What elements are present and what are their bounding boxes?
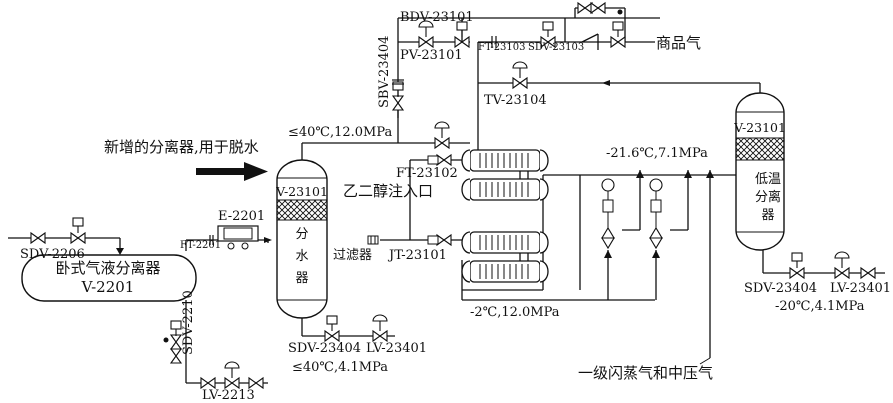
label-flash-gas: 一级闪蒸气和中压气 <box>578 364 713 382</box>
label-bdv-23101: BDV-23101 <box>400 10 474 25</box>
label-filter: 过滤器 <box>333 248 372 263</box>
horizontal-separator-v2201: 卧式气液分离器 V-2201 <box>21 254 197 302</box>
label-ft-23103: FT-23103 <box>478 42 526 53</box>
label-ft-2201: FT-2201 <box>180 240 221 251</box>
label-sbv-23404: SBV-23404 <box>377 36 392 108</box>
svg-text:器: 器 <box>761 208 774 223</box>
heat-exchanger-lower <box>461 231 549 283</box>
label-tv-23104: TV-23104 <box>484 93 547 108</box>
svg-text:V-2201: V-2201 <box>81 278 135 296</box>
svg-text:器: 器 <box>295 271 308 286</box>
label-cond-40-12: ≤40℃,12.0MPa <box>288 125 393 140</box>
label-lv-2213: LV-2213 <box>202 388 255 403</box>
label-lv-23401-left: LV-23401 <box>366 341 427 356</box>
label-pv-23101: PV-23101 <box>400 48 463 63</box>
label-product-gas: 商品气 <box>656 34 701 52</box>
labels: BDV-23101 PV-23101 FT-23103 SDV-23103 商品… <box>20 10 891 403</box>
label-cond-40-41: ≤40℃,4.1MPa <box>292 360 388 375</box>
svg-text:V-23101: V-23101 <box>275 184 328 199</box>
label-cond-20-41: -20℃,4.1MPa <box>775 299 865 314</box>
filter-e2201 <box>209 225 259 250</box>
low-temp-separator-v23101: V-23101 低温 分离 器 <box>733 92 786 251</box>
svg-text:分: 分 <box>295 227 308 242</box>
label-sdv-2210: SDV-2210 <box>181 290 196 355</box>
label-sdv-23404-right: SDV-23404 <box>744 281 817 296</box>
label-jt-23101: JT-23101 <box>387 248 447 263</box>
label-new-separator: 新增的分离器,用于脱水 <box>104 138 259 156</box>
heat-exchanger-upper <box>461 149 549 201</box>
feed-arrow <box>196 162 268 181</box>
label-ft-23102: FT-23102 <box>396 166 458 181</box>
label-cond-216-71: -21.6℃,7.1MPa <box>606 146 708 161</box>
piping-right <box>380 142 885 358</box>
label-lv-23401-right: LV-23401 <box>830 281 891 296</box>
valves <box>30 2 876 389</box>
label-e-2201: E-2201 <box>218 209 265 224</box>
label-sdv-23404-left: SDV-23404 <box>288 341 361 356</box>
label-glycol: 乙二醇注入口 <box>343 182 433 200</box>
label-sdv-2206: SDV-2206 <box>20 247 85 262</box>
svg-text:分离: 分离 <box>755 189 781 205</box>
svg-text:水: 水 <box>295 249 308 264</box>
label-sdv-23103: SDV-23103 <box>528 42 584 53</box>
water-separator-v23101: V-23101 分 水 器 <box>275 159 328 319</box>
svg-text:V-23101: V-23101 <box>733 120 786 135</box>
piping-top <box>397 7 761 150</box>
label-cond-2-12: -2℃,12.0MPa <box>470 305 560 320</box>
svg-text:低温: 低温 <box>755 172 781 187</box>
svg-text:卧式气液分离器: 卧式气液分离器 <box>55 259 160 277</box>
